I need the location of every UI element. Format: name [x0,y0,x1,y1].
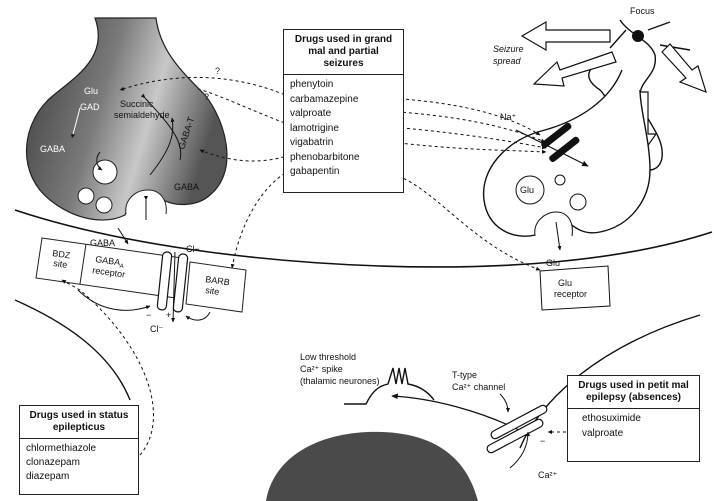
list-item: chlormethiazole [26,443,97,454]
seizure-spread-line1: Seizure [493,44,524,54]
chloride-influx-arrow [171,251,176,323]
phenobarbitone-to-barb-site-line [230,169,291,269]
ttype-pointer-arrow [499,393,510,413]
postsynaptic-membrane [14,209,713,268]
chloride-top-label: Cl− [186,244,200,254]
bdz-site-divider [79,243,87,285]
barb-site [185,261,247,313]
gaba-vesicle-large [92,159,118,185]
focus-neuron-process [609,21,691,51]
status-drug-list: chlormethiazole clonazepam diazepam [20,439,138,487]
glu-release-notch [534,211,573,237]
t-type-calcium-channel-upper [490,404,548,440]
chloride-channel-right [172,253,189,313]
list-item: carbamazepine [290,93,359,105]
list-item: phenobarbitone [290,151,360,163]
gaba-vesicle [95,196,113,214]
glu-receptor-line2: receptor [554,289,587,299]
grand-mal-drug-list: phenytoin carbamazepine valproate lamotr… [284,75,403,183]
list-item: ethosuximide [582,413,641,424]
low-threshold-calcium-spike [344,367,435,405]
gaba-top-label: GABA [40,144,65,154]
status-drugs-to-bdz-site-line [61,279,154,456]
calcium-influx-arrow [509,431,530,469]
chloride-bottom-label: Cl⁻ [150,324,163,334]
glu-release-arrow [555,221,562,251]
seizure-spread-line2: spread [493,56,522,66]
spike-line2: Ca²⁺ spike [300,364,343,374]
focus-neuron [588,19,663,171]
plus-sign: + [166,310,171,320]
lower-left-cell-outline [14,299,131,401]
glu-release-label: Glu [546,258,560,268]
glu-vesicle-large [515,175,545,205]
list-item: lamotrigine [290,122,339,134]
bdz-site-line2: site [53,258,68,270]
glu-label: Glu [84,86,98,96]
minus-sign: − [540,436,545,446]
glu-receptor [539,265,611,311]
glu-vesicle [554,174,566,186]
bdz-modulation-arrow [77,289,151,311]
sodium-channel-upper [541,122,572,149]
list-item: phenytoin [290,79,334,90]
status-epilepticus-drugs-box: Drugs used in status epilepticus chlorme… [19,405,139,495]
gaba-release-label: GABA [90,238,115,248]
receptor-line1: GABAA [94,254,124,270]
glu-vesicle [569,193,587,211]
spike-line1: Low threshold [300,352,356,362]
spike-line3: (thalamic neurones) [300,376,380,386]
glu-vesicle-label: Glu [520,185,534,195]
sodium-label: Na⁺ [500,112,517,122]
calcium-label: Ca²⁺ [538,470,558,480]
ttype-line2: Ca²⁺ channel [452,382,505,392]
unknown-mechanism-mark: ? [204,92,209,102]
bdz-site-line1: BDZ [52,248,72,260]
gad-label: GAD [80,102,100,112]
barb-site-line1: BARB [205,274,231,287]
seizure-spread-arrow-left [520,20,611,52]
focus-nucleus [632,30,644,42]
list-item: valproate [582,427,624,439]
list-item: valproate [290,108,332,119]
succinic-line1: Succinic [120,99,154,109]
t-type-calcium-channel-lower [486,418,544,454]
valproate-to-gaba-metabolism-line [194,87,291,126]
chloride-channel-left [156,251,173,311]
petit-mal-drugs-box: Drugs used in petit mal epilepsy (absenc… [567,375,700,462]
thalamic-neurone-body [266,431,478,501]
carbamazepine-to-sodium-channel-line [384,110,546,143]
vesicle-arrow [96,151,103,171]
unknown-mechanism-mark: ? [215,66,220,76]
barb-site-line2: site [205,285,220,297]
glu-receptor-line1: Glu [558,278,572,288]
receptor-line2: receptor [92,265,126,279]
sodium-channel-lower [549,136,580,163]
petit-mal-box-heading: Drugs used in petit mal epilepsy (absenc… [568,376,699,409]
grand-mal-box-heading: Drugs used in grand mal and partial seiz… [284,30,403,75]
gaba-vesicle [77,187,95,205]
glu-neuron-terminal [482,69,651,237]
list-item: diazepam [26,471,70,482]
gaba-cycle-arrow [149,117,175,176]
petit-mal-drug-list: ethosuximide valproate [568,409,699,444]
list-item: clonazepam [26,457,80,468]
gaba-to-semialdehyde-arrow [140,93,182,161]
barb-modulation-arrow [185,311,211,321]
ttype-line1: T-type [452,370,477,380]
phenytoin-question-line [119,76,291,98]
status-box-heading: Drugs used in status epilepticus [20,406,138,439]
succinic-line2: semialdehyde [114,110,170,120]
list-item: gabapentin [290,166,340,177]
list-item: vigabatrin [290,137,334,148]
grand-mal-drugs-box: Drugs used in grand mal and partial seiz… [283,29,404,193]
seizure-spread-arrow-lower-left [532,51,617,87]
minus-sign: − [146,310,151,320]
seizure-spread-arrow-right [661,43,707,94]
focus-label: Focus [630,6,655,16]
gaba-mid-label: GABA [174,182,199,192]
glu-to-gaba-arrow [71,107,81,139]
gaba-release-arrow [117,227,129,245]
